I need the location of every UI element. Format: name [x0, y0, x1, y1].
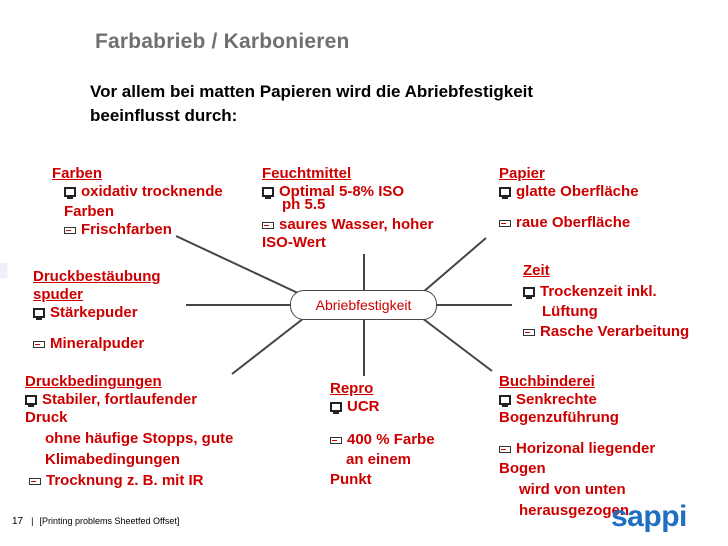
bar-bullet-icon	[330, 437, 342, 444]
group-feuchtmittel: Feuchtmittel Optimal 5-8% ISO ph 5.5 sau…	[262, 165, 434, 252]
group-head: Zeit	[523, 262, 550, 279]
group-farben: Farben oxidativ trocknende Farben Frisch…	[44, 165, 223, 239]
list-item: oxidativ trocknende	[64, 183, 223, 201]
bar-bullet-icon	[64, 227, 76, 234]
group-repro: Repro UCR 400 % Farbe an einem Punkt	[330, 380, 435, 489]
list-item-continuation: Farben	[64, 203, 115, 220]
list-item-continuation: Klimabedingungen	[45, 451, 180, 468]
list-item-continuation: wird von unten	[519, 481, 626, 498]
list-item-continuation: ph 5.5	[282, 196, 326, 213]
list-item-continuation: ISO-Wert	[262, 234, 326, 251]
group-head: Papier	[499, 165, 545, 182]
subtitle: Vor allem bei matten Papieren wird die A…	[90, 80, 650, 128]
bar-bullet-icon	[523, 329, 535, 336]
slide-title: Farbabrieb / Karbonieren	[95, 30, 350, 53]
list-item: raue Oberfläche	[499, 214, 639, 232]
list-item: Rasche Verarbeitung	[523, 323, 689, 341]
group-buchbinderei: Buchbinderei Senkrechte Bogenzuführung H…	[499, 373, 655, 520]
group-head: Druckbestäubung	[33, 268, 161, 285]
list-item: Optimal 5-8% ISO	[262, 183, 434, 201]
bar-bullet-icon	[262, 222, 274, 229]
subtitle-line: beeinflusst durch:	[90, 106, 238, 125]
list-item: Senkrechte	[499, 391, 655, 409]
sappi-logo: sappi	[611, 500, 687, 533]
footer: 17 | [Printing problems Sheetfed Offset]	[12, 516, 179, 527]
list-item: 400 % Farbe	[330, 431, 435, 449]
monitor-bullet-icon	[262, 187, 274, 199]
list-item-continuation: Druck	[25, 409, 68, 426]
list-item: Trockenzeit inkl.	[523, 283, 689, 301]
list-item-continuation: Punkt	[330, 471, 372, 488]
group-head: Druckbedingungen	[25, 373, 162, 390]
page-number: 17	[12, 516, 24, 527]
list-item: Trocknung z. B. mit IR	[29, 472, 233, 490]
monitor-bullet-icon	[64, 187, 76, 199]
list-item-continuation: Lüftung	[542, 303, 598, 320]
list-item: UCR	[330, 398, 435, 416]
list-item-continuation: ohne häufige Stopps, gute	[45, 430, 234, 447]
bar-bullet-icon	[499, 446, 511, 453]
list-item-continuation: Bogenzuführung	[499, 409, 619, 426]
group-zeit: Zeit Trockenzeit inkl. Lüftung Rasche Ve…	[523, 262, 689, 341]
list-item: Stärkepuder	[33, 304, 161, 322]
bar-bullet-icon	[33, 341, 45, 348]
center-node: Abriebfestigkeit	[290, 290, 437, 320]
group-head: Buchbinderei	[499, 373, 595, 390]
group-papier: Papier glatte Oberfläche raue Oberfläche	[499, 165, 639, 232]
list-item: glatte Oberfläche	[499, 183, 639, 201]
list-item-continuation: an einem	[346, 451, 412, 468]
monitor-bullet-icon	[33, 308, 45, 320]
footer-text: [Printing problems Sheetfed Offset]	[39, 516, 180, 526]
bar-bullet-icon	[29, 478, 41, 485]
list-item: Stabiler, fortlaufender	[25, 391, 233, 409]
bar-bullet-icon	[499, 220, 511, 227]
list-item-continuation: herausgezogen	[519, 502, 630, 519]
connector-druckbedingungen	[231, 317, 305, 375]
group-druckbestaeubung: Druckbestäubung spuder Stärkepuder Miner…	[33, 268, 161, 353]
center-label: Abriebfestigkeit	[315, 297, 412, 313]
group-head: Repro	[330, 380, 374, 397]
list-item: Mineralpuder	[33, 335, 161, 353]
connector-papier	[421, 237, 487, 294]
connector-farben	[175, 235, 301, 295]
list-item: Frischfarben	[64, 221, 223, 239]
monitor-bullet-icon	[25, 395, 37, 407]
group-head: spuder	[33, 286, 84, 303]
connector-buchbinderei	[421, 317, 493, 372]
monitor-bullet-icon	[499, 395, 511, 407]
monitor-bullet-icon	[330, 402, 342, 414]
footer-separator: |	[31, 516, 34, 526]
group-head: Farben	[52, 165, 103, 182]
subtitle-line: Vor allem bei matten Papieren wird die A…	[90, 82, 534, 101]
monitor-bullet-icon	[523, 287, 535, 299]
group-druckbedingungen: Druckbedingungen Stabiler, fortlaufender…	[25, 373, 233, 490]
list-item: Horizonal liegender	[499, 440, 655, 458]
list-item-continuation: Bogen	[499, 460, 546, 477]
monitor-bullet-icon	[499, 187, 511, 199]
group-head: Feuchtmittel	[262, 165, 352, 182]
list-item: saures Wasser, hoher	[262, 216, 434, 234]
